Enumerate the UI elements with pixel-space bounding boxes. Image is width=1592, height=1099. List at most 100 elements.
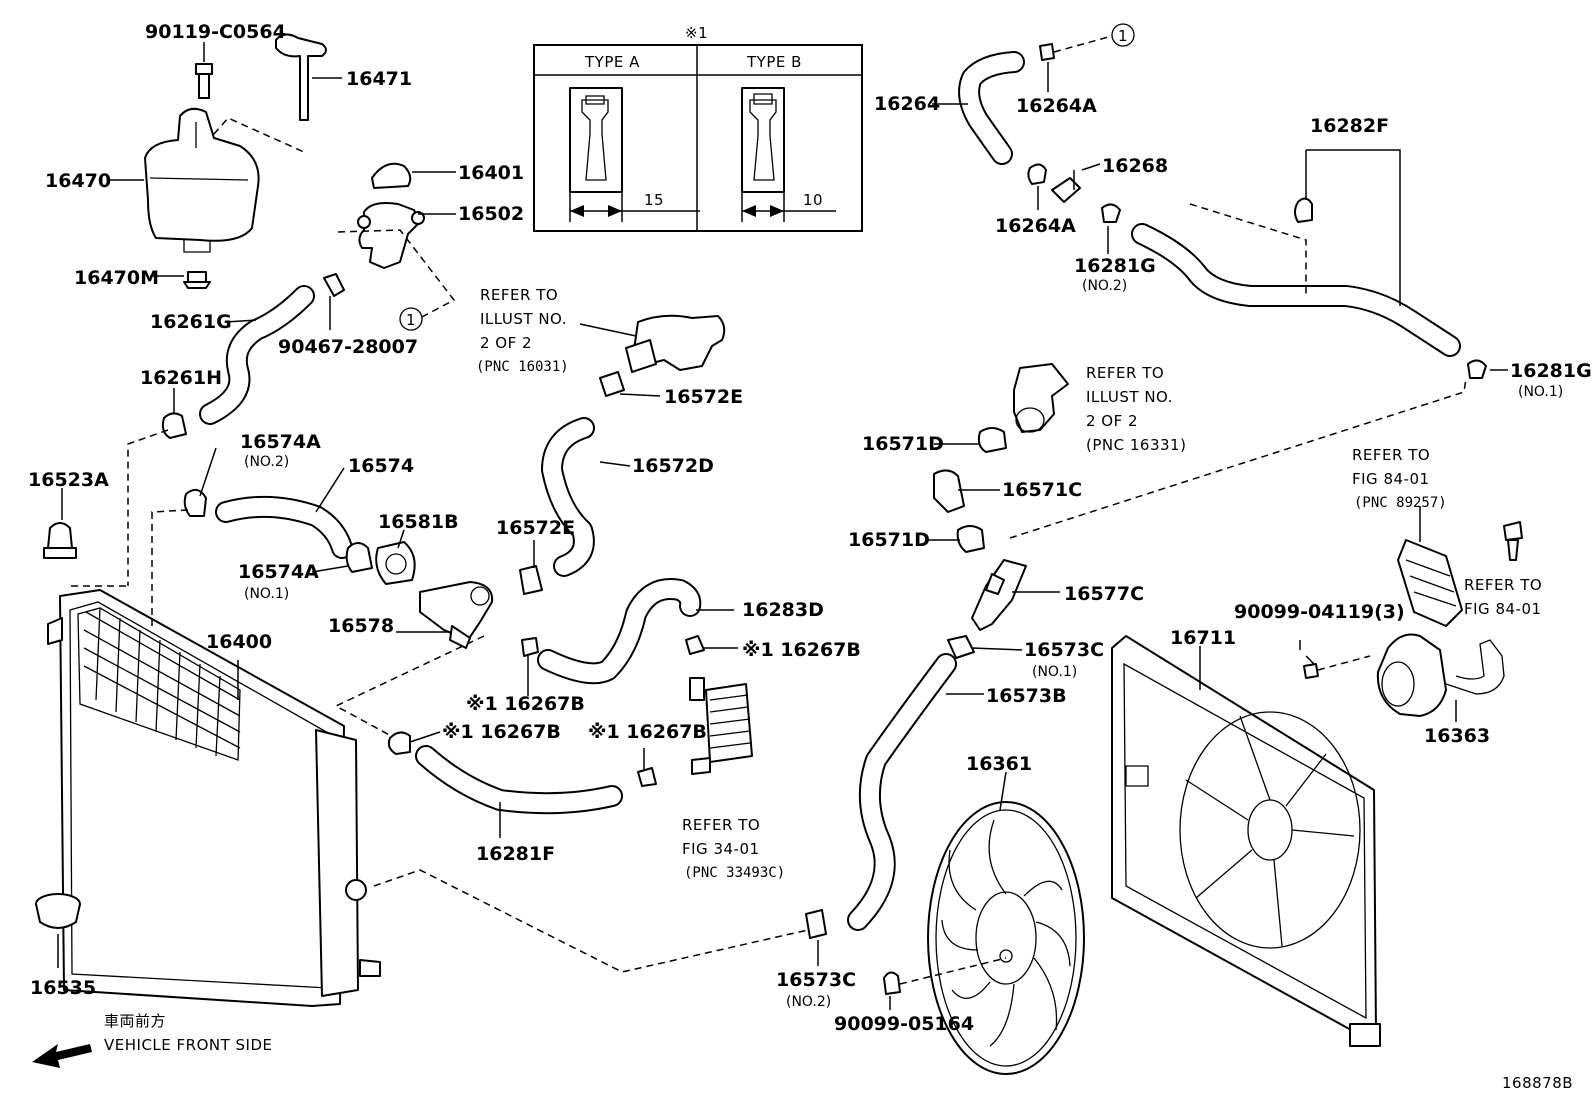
svg-text:(PNC 16031): (PNC 16031): [476, 359, 569, 375]
svg-text:REFER TO: REFER TO: [1464, 576, 1542, 594]
diagram-id: 168878B: [1502, 1074, 1573, 1092]
label-16361: 16361: [966, 753, 1032, 775]
label-16400: 16400: [206, 631, 272, 653]
label-16281G-no2-sub: (NO.2): [1082, 278, 1127, 294]
clip-16267B-c-icon: [387, 731, 411, 755]
label-16571D-bot: 16571D: [848, 529, 930, 551]
svg-text:FIG 84-01: FIG 84-01: [1352, 470, 1430, 488]
type-a-clip-icon: [569, 87, 623, 193]
svg-text:(PNC 89257): (PNC 89257): [1354, 495, 1447, 511]
label-16281F: 16281F: [476, 843, 555, 865]
label-16264: 16264: [874, 93, 940, 115]
label-16401: 16401: [458, 162, 524, 184]
label-16264A-top: 16264A: [1016, 95, 1097, 117]
vehicle-front-japanese: 車両前方: [104, 1012, 166, 1030]
drain-plug-16470M-icon: [183, 271, 211, 289]
label-16573C-no2-sub: (NO.2): [786, 994, 831, 1010]
callout-circle-left: [399, 307, 423, 331]
label-16571D-top: 16571D: [862, 433, 944, 455]
label-16267B-d: ※1 16267B: [588, 721, 707, 743]
label-16523A: 16523A: [28, 469, 109, 491]
label-16281G-no2: 16281G: [1074, 255, 1156, 277]
svg-text:2 OF 2: 2 OF 2: [1086, 412, 1138, 430]
label-16573C-no2: 16573C: [776, 969, 856, 991]
water-inlet-16578-icon: [419, 581, 494, 649]
label-16282F: 16282F: [1310, 115, 1389, 137]
label-16470M: 16470M: [74, 267, 159, 289]
svg-text:ILLUST NO.: ILLUST NO.: [1086, 388, 1173, 406]
clamp-16264A-top-icon: [1039, 43, 1055, 61]
label-16574A-no2-sub: (NO.2): [244, 454, 289, 470]
label-16573C-no1-sub: (NO.1): [1032, 664, 1077, 680]
screw-90099-04119-icon: [1303, 655, 1319, 679]
label-16535: 16535: [30, 977, 96, 999]
label-16578: 16578: [328, 615, 394, 637]
label-90467-28007: 90467-28007: [278, 336, 418, 358]
label-16572E-top: 16572E: [664, 386, 743, 408]
hose-16572D: [541, 417, 595, 577]
refer-note-89257: REFER TO FIG 84-01 (PNC 89257): [1352, 446, 1447, 511]
label-90119-C0564: 90119-C0564: [145, 21, 286, 43]
label-16281G-no1-sub: (NO.1): [1518, 384, 1563, 400]
label-16267B-b: ※1 16267B: [466, 693, 585, 715]
callout-number-right: 1: [1118, 27, 1128, 45]
label-16268: 16268: [1102, 155, 1168, 177]
refer-note-84-01: REFER TO FIG 84-01: [1464, 576, 1542, 618]
inset-frame: [533, 44, 863, 232]
clamp-16571D-top-icon: [977, 427, 1007, 453]
label-90099-05164: 90099-05164: [834, 1013, 974, 1035]
label-16261H: 16261H: [140, 367, 222, 389]
bolt-84-01-icon: [1503, 521, 1523, 561]
hose-16283D: [537, 578, 702, 685]
hose-16261G: [199, 285, 315, 425]
callout-number-left: 1: [406, 311, 416, 329]
hose-16282F: [1131, 223, 1461, 357]
label-16470: 16470: [45, 170, 111, 192]
clip-16267B-b-icon: [521, 637, 539, 657]
type-b-dimension: 10: [803, 191, 823, 209]
hose-16573B: [847, 653, 957, 931]
clamp-16573C-no1-icon: [947, 635, 975, 659]
inset-marker: ※1: [685, 24, 708, 42]
label-16574A-no2: 16574A: [240, 431, 321, 453]
fan-shroud-16711: [1111, 635, 1381, 1047]
svg-text:FIG 84-01: FIG 84-01: [1464, 600, 1542, 618]
clip-16267B-d-icon: [637, 767, 657, 787]
clamp-16281G-no1-icon: [1467, 359, 1487, 379]
type-a-label: TYPE A: [584, 53, 640, 71]
type-b-label: TYPE B: [746, 53, 802, 71]
svg-text:REFER TO: REFER TO: [1352, 446, 1430, 464]
clip-90467-icon: [323, 273, 345, 297]
vehicle-front-english: VEHICLE FRONT SIDE: [104, 1036, 273, 1054]
svg-text:REFER TO: REFER TO: [1086, 364, 1164, 382]
refer-note-16031: REFER TO ILLUST NO. 2 OF 2 (PNC 16031): [476, 286, 569, 375]
label-16283D: 16283D: [742, 599, 824, 621]
label-16267B-a: ※1 16267B: [742, 639, 861, 661]
type-a-dimension: 15: [644, 191, 664, 209]
hose-16264: [958, 51, 1025, 165]
refer-note-33493C: REFER TO FIG 34-01 (PNC 33493C): [682, 816, 785, 881]
fan-controller-89257-icon: [1397, 539, 1463, 627]
water-inlet-16331-icon: [1013, 363, 1069, 433]
gasket-16581B-icon: [375, 541, 416, 585]
label-16363: 16363: [1424, 725, 1490, 747]
svg-text:(PNC 33493C): (PNC 33493C): [684, 865, 785, 881]
label-16573B: 16573B: [986, 685, 1067, 707]
clamp-16574A-no1-icon: [345, 542, 373, 573]
svg-text:REFER TO: REFER TO: [480, 286, 558, 304]
fitting-16268-icon: [1051, 177, 1081, 203]
part-labels: 90119-C0564 16471 16470 16470M 16401 165…: [28, 21, 1592, 1035]
label-90099-04119: 90099-04119(3): [1234, 601, 1405, 623]
label-16571C: 16571C: [1002, 479, 1082, 501]
svg-text:(PNC 16331): (PNC 16331): [1086, 436, 1186, 454]
type-b-clip-icon: [741, 87, 785, 193]
label-16574A-no1-sub: (NO.1): [244, 586, 289, 602]
svg-text:REFER TO: REFER TO: [682, 816, 760, 834]
reservoir-tank-16470: [144, 107, 260, 253]
clamp-16261H-icon: [161, 412, 187, 439]
nut-90099-05164-icon: [883, 971, 901, 995]
label-16261G: 16261G: [150, 311, 232, 333]
svg-text:2 OF 2: 2 OF 2: [480, 334, 532, 352]
vehicle-front-arrow-icon: [32, 1044, 92, 1068]
